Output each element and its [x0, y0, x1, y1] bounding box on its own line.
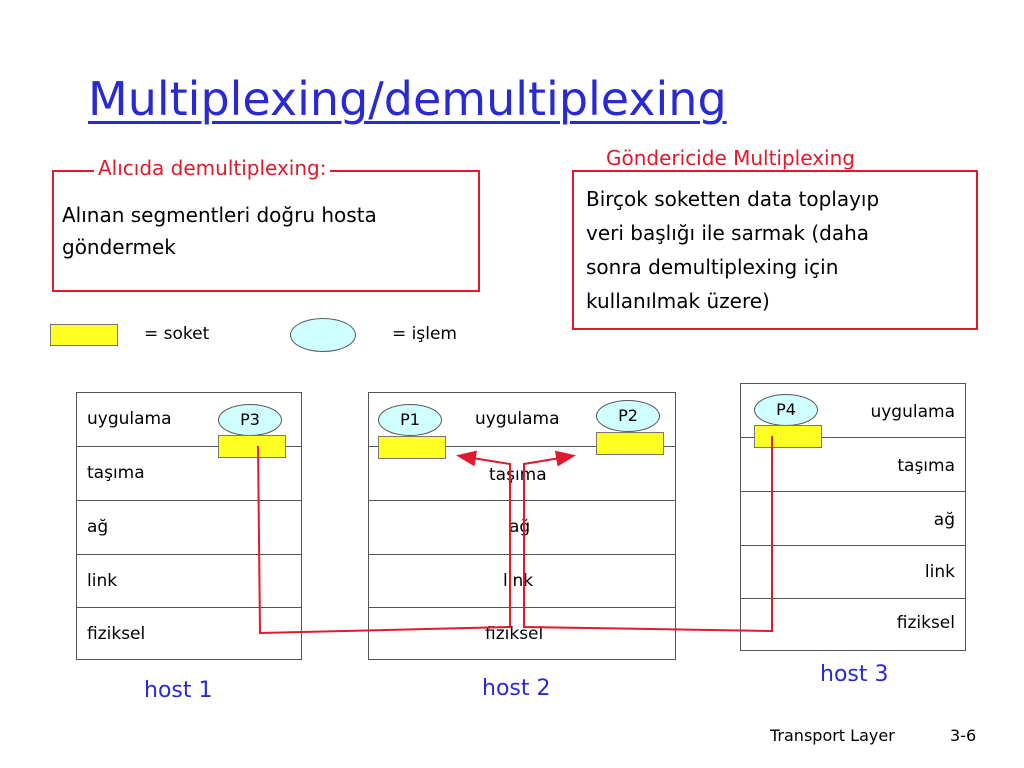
host2-layer-application: uygulama [369, 393, 675, 447]
host1-layer-transport: taşıma [77, 447, 301, 501]
host3-layer-physical: fiziksel [741, 599, 965, 650]
host1-layer-label: link [87, 571, 118, 591]
host2-layer-label: uygulama [475, 409, 560, 429]
host3-layer-label: link [924, 562, 955, 582]
receiver-box-heading: Alıcıda demultiplexing: [94, 156, 331, 180]
sender-box-heading: Göndericide Multiplexing [602, 146, 859, 170]
receiver-box-text-line1: Alınan segmentleri doğru hosta [62, 203, 377, 227]
socket-host2-p1 [378, 436, 446, 459]
socket-host2-p2 [596, 432, 664, 455]
footer-page-number: 3-6 [950, 726, 977, 745]
page-title: Multiplexing/demultiplexing [88, 72, 727, 126]
host2-layer-label: fiziksel [485, 624, 544, 644]
host3-layer-link: link [741, 546, 965, 599]
host3-layer-application: uygulama [741, 384, 965, 438]
host2-layer-physical: fiziksel [369, 608, 675, 659]
legend-socket-label: = soket [144, 324, 210, 344]
legend-socket-swatch [50, 324, 118, 346]
receiver-box-text-line2: göndermek [62, 235, 176, 259]
host3-layer-label: ağ [933, 510, 955, 530]
host3-layer-network: ağ [741, 492, 965, 546]
host2-layer-label: taşıma [489, 465, 547, 485]
host3-layer-label: fiziksel [896, 613, 955, 633]
sender-box-text-line2: veri başlığı ile sarmak (daha [586, 221, 870, 245]
host1-layer-label: ağ [87, 517, 109, 537]
process-p4: P4 [754, 394, 818, 426]
host2-stack: uygulama taşıma ağ link fiziksel [368, 392, 676, 660]
sender-box-text-line3: sonra demultiplexing için [586, 255, 839, 279]
host2-label: host 2 [482, 676, 551, 701]
host1-layer-physical: fiziksel [77, 608, 301, 659]
sender-box-text-line1: Birçok soketten data toplayıp [586, 187, 880, 211]
sender-box [572, 170, 978, 330]
host2-layer-transport: taşıma [369, 447, 675, 501]
host1-layer-label: taşıma [87, 463, 145, 483]
host3-layer-transport: taşıma [741, 438, 965, 492]
path-host1-to-host2 [257, 445, 511, 635]
path-host3-to-host2 [523, 436, 773, 633]
sender-box-text-line4: kullanılmak üzere) [586, 289, 770, 313]
host3-stack: uygulama taşıma ağ link fiziksel [740, 383, 966, 651]
socket-host1 [218, 435, 286, 458]
host3-label: host 3 [820, 662, 889, 687]
legend-process-swatch [290, 318, 356, 352]
process-p2: P2 [596, 400, 660, 432]
host3-layer-label: uygulama [870, 402, 955, 422]
host3-layer-label: taşıma [897, 456, 955, 476]
host1-stack: uygulama taşıma ağ link fiziksel [76, 392, 302, 660]
process-p1: P1 [378, 404, 442, 436]
legend-process-label: = işlem [392, 324, 457, 344]
host1-layer-link: link [77, 555, 301, 608]
host1-layer-label: uygulama [87, 409, 172, 429]
host1-layer-network: ağ [77, 501, 301, 555]
host1-layer-application: uygulama [77, 393, 301, 447]
footer-chapter: Transport Layer [770, 726, 895, 745]
host1-layer-label: fiziksel [87, 624, 146, 644]
host1-label: host 1 [144, 678, 213, 703]
